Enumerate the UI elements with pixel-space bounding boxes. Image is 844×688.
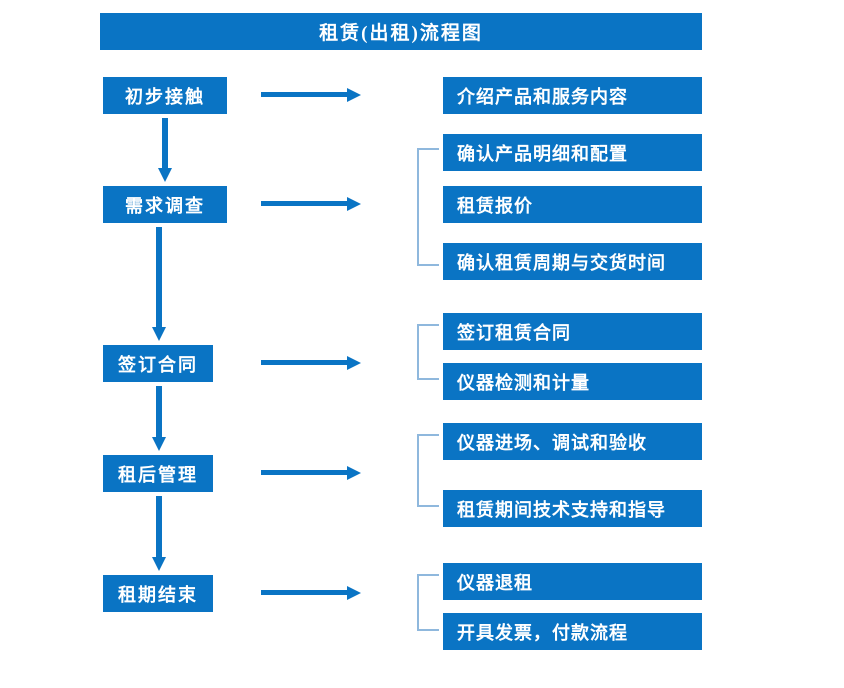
detail-box-7[interactable]: 仪器进场、调试和验收 — [443, 423, 702, 460]
stage-box-1[interactable]: 初步接触 — [103, 77, 227, 114]
horizontal-arrow-3 — [261, 355, 361, 371]
vertical-arrow-2 — [151, 227, 167, 341]
horizontal-arrow-1 — [261, 87, 361, 103]
horizontal-arrow-5 — [261, 585, 361, 601]
vertical-arrow-4 — [151, 496, 167, 571]
stage-box-3[interactable]: 签订合同 — [103, 345, 213, 382]
detail-box-2[interactable]: 确认产品明细和配置 — [443, 134, 702, 171]
detail-box-9[interactable]: 仪器退租 — [443, 563, 702, 600]
stage-box-4[interactable]: 租后管理 — [103, 455, 213, 492]
detail-box-10[interactable]: 开具发票，付款流程 — [443, 613, 702, 650]
horizontal-arrow-4 — [261, 465, 361, 481]
vertical-arrow-1 — [157, 118, 173, 182]
detail-box-8[interactable]: 租赁期间技术支持和指导 — [443, 490, 702, 527]
detail-box-3[interactable]: 租赁报价 — [443, 186, 702, 223]
detail-box-4[interactable]: 确认租赁周期与交货时间 — [443, 243, 702, 280]
page-title: 租赁(出租)流程图 — [100, 13, 702, 50]
stage-box-2[interactable]: 需求调查 — [103, 186, 227, 223]
stage-box-5[interactable]: 租期结束 — [103, 575, 213, 612]
detail-box-5[interactable]: 签订租赁合同 — [443, 313, 702, 350]
group-bracket-4 — [417, 434, 439, 507]
detail-box-6[interactable]: 仪器检测和计量 — [443, 363, 702, 400]
horizontal-arrow-2 — [261, 196, 361, 212]
group-bracket-2 — [417, 148, 439, 266]
group-bracket-5 — [417, 574, 439, 631]
group-bracket-3 — [417, 324, 439, 380]
detail-box-1[interactable]: 介绍产品和服务内容 — [443, 77, 702, 114]
vertical-arrow-3 — [151, 386, 167, 451]
